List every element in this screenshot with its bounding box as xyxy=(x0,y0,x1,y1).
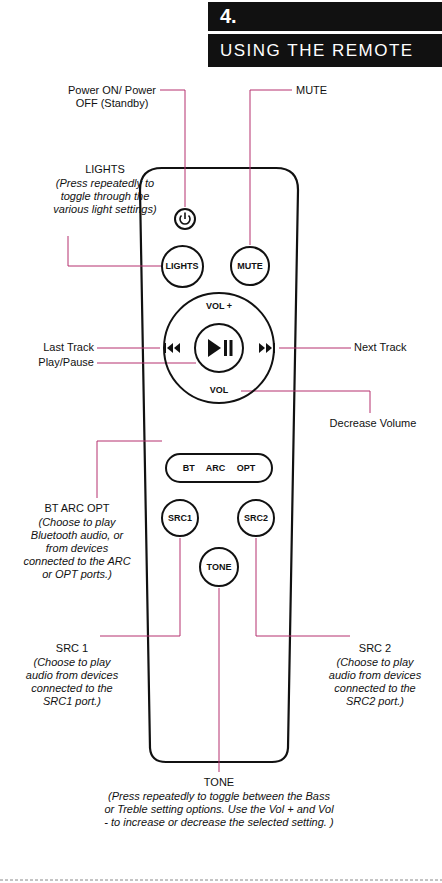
input-select-button: BT ARC OPT xyxy=(165,453,273,483)
leader-line xyxy=(250,90,292,245)
callout-label: Play/Pause xyxy=(20,356,94,369)
button-label: VOL xyxy=(165,385,273,395)
callout-label: Last Track xyxy=(20,341,94,354)
round-button: TONE xyxy=(199,547,239,587)
round-button: MUTE xyxy=(230,246,270,286)
callout-note: (Choose to play audio from devices conne… xyxy=(322,656,428,708)
callout-label: LIGHTS xyxy=(50,163,160,176)
button-label: MUTE xyxy=(237,261,263,271)
leader-line xyxy=(219,588,220,772)
callout-note: (Choose to play Bluetooth audio, or from… xyxy=(22,516,132,581)
callout-label: SRC 1 xyxy=(20,642,124,655)
button-label: LIGHTS xyxy=(166,261,199,271)
callout-label: Power ON/ Power OFF (Standby) xyxy=(62,84,162,110)
callout-label: Decrease Volume xyxy=(318,417,428,430)
callout-note: (Choose to play audio from devices conne… xyxy=(20,656,124,708)
play-pause-button xyxy=(195,324,243,372)
power-button xyxy=(175,209,195,229)
leader-line xyxy=(97,441,162,498)
callout-note: (Press repeatedly to toggle through the … xyxy=(50,177,160,216)
leader-line xyxy=(100,538,180,636)
button-label: TONE xyxy=(207,562,232,572)
callout-note: (Press repeatedly to toggle between the … xyxy=(104,790,334,829)
leader-line xyxy=(256,538,350,636)
button-label: VOL + xyxy=(165,301,273,311)
round-button: SRC2 xyxy=(237,499,275,537)
callout-label: BT ARC OPT xyxy=(22,502,132,515)
leader-line xyxy=(160,90,185,207)
leader-line xyxy=(241,391,370,413)
button-label: BT ARC OPT xyxy=(183,463,256,473)
button-label: SRC1 xyxy=(168,513,192,523)
leader-line xyxy=(97,363,196,364)
leader-line xyxy=(97,348,160,349)
button-label: SRC2 xyxy=(244,513,268,523)
next-track-symbol xyxy=(259,343,275,353)
callout-label: Next Track xyxy=(354,341,434,354)
round-button: LIGHTS xyxy=(161,245,204,288)
round-button: SRC1 xyxy=(161,499,199,537)
callout-label: SRC 2 xyxy=(322,642,428,655)
prev-track-symbol xyxy=(164,343,180,353)
header-band: USING THE REMOTE xyxy=(208,34,442,67)
callout-label: MUTE xyxy=(296,84,356,97)
leader-line xyxy=(68,236,161,266)
page-edge-line xyxy=(0,880,442,881)
nav-ring: VOL + VOL xyxy=(163,292,275,404)
section-number: 4. xyxy=(208,2,442,31)
section-title: USING THE REMOTE xyxy=(208,34,442,67)
callout-label: TONE xyxy=(104,776,334,789)
header-band: 4. xyxy=(208,2,442,31)
leader-line xyxy=(279,348,351,349)
